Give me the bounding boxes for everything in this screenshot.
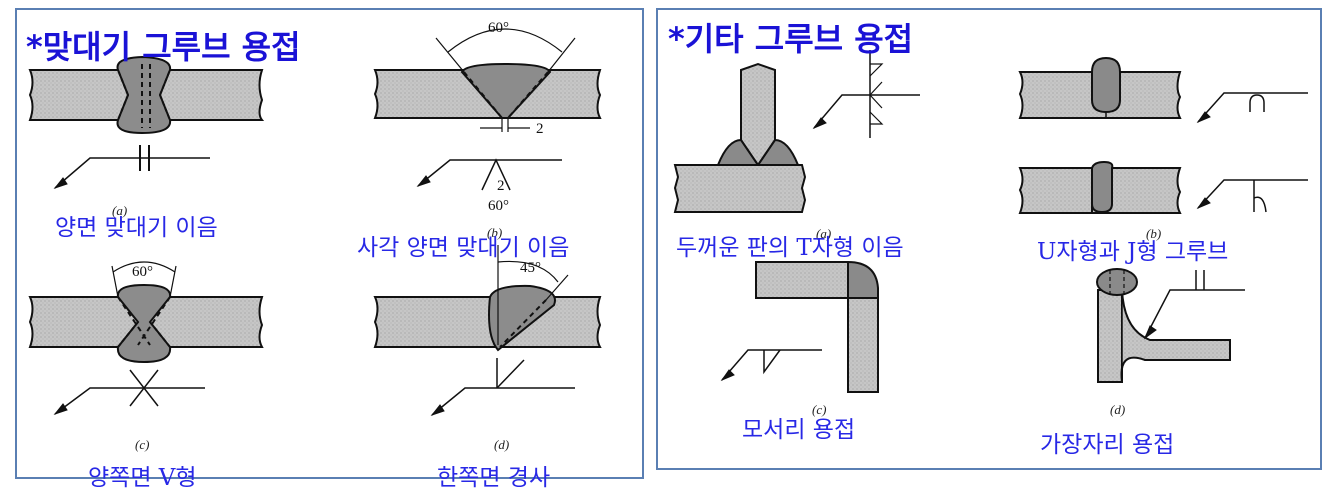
figure-b-square-groove — [373, 28, 602, 191]
caption-left-b: 사각 양면 맞대기 이음 — [357, 235, 570, 261]
dim-b-symbol-angle: 60° — [488, 198, 509, 214]
sublabel-left-a: (a) — [112, 203, 128, 218]
sublabel-right-d: (d) — [1110, 402, 1126, 417]
left-panel-title: *맞대기 그루브 용접 — [26, 28, 301, 66]
caption-right-d: 가장자리 용접 — [1040, 432, 1175, 458]
dim-d-angle: 45° — [520, 260, 541, 276]
sublabel-right-b: (b) — [1146, 226, 1162, 241]
figure-right-b-u-j-groove — [1018, 56, 1308, 214]
sublabel-left-b: (b) — [487, 225, 503, 240]
sublabel-left-d: (d) — [494, 437, 510, 452]
dim-b-top-angle: 60° — [488, 20, 509, 36]
caption-right-b: U자형과 J형 그루브 — [1037, 239, 1229, 265]
figure-right-a-t-joint — [673, 50, 920, 213]
right-panel-title: *기타 그루브 용접 — [668, 20, 914, 58]
figure-d-single-bevel — [373, 245, 602, 417]
caption-left-a: 양면 맞대기 이음 — [55, 215, 218, 241]
figure-c-double-v — [28, 261, 264, 416]
figure-a-double-butt — [28, 55, 265, 190]
dim-b-root-gap: 2 — [536, 121, 544, 137]
dim-b-symbol-gap: 2 — [497, 178, 505, 194]
figure-right-d-edge — [1096, 268, 1245, 383]
figure-right-c-corner — [720, 260, 879, 393]
dim-c-angle: 60° — [132, 264, 153, 280]
caption-right-a: 두꺼운 판의 T자형 이음 — [676, 235, 904, 261]
sublabel-left-c: (c) — [135, 437, 150, 452]
caption-left-d: 한쪽면 경사 — [437, 465, 551, 491]
caption-right-c: 모서리 용접 — [742, 417, 856, 443]
caption-left-c: 양쪽면 V형 — [88, 465, 197, 491]
sublabel-right-a: (a) — [816, 226, 832, 241]
sublabel-right-c: (c) — [812, 402, 827, 417]
